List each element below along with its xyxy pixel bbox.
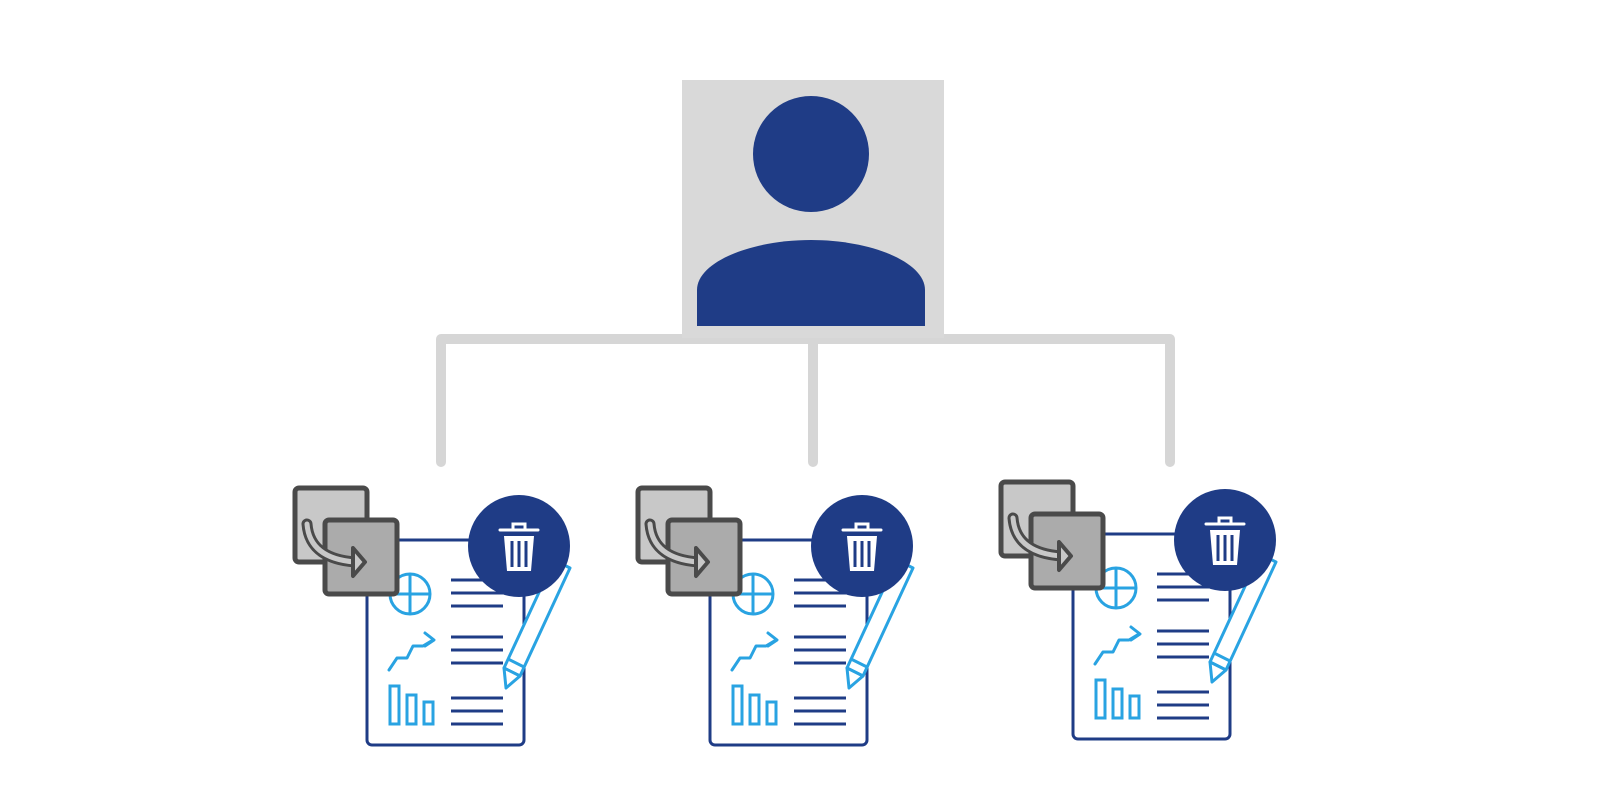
hierarchy-connectors [436,334,1175,467]
user-node [682,80,944,338]
document-node-3 [1001,482,1276,739]
document-node-2 [638,488,913,745]
user-avatar-icon [697,96,925,326]
document-node-1 [295,488,570,745]
